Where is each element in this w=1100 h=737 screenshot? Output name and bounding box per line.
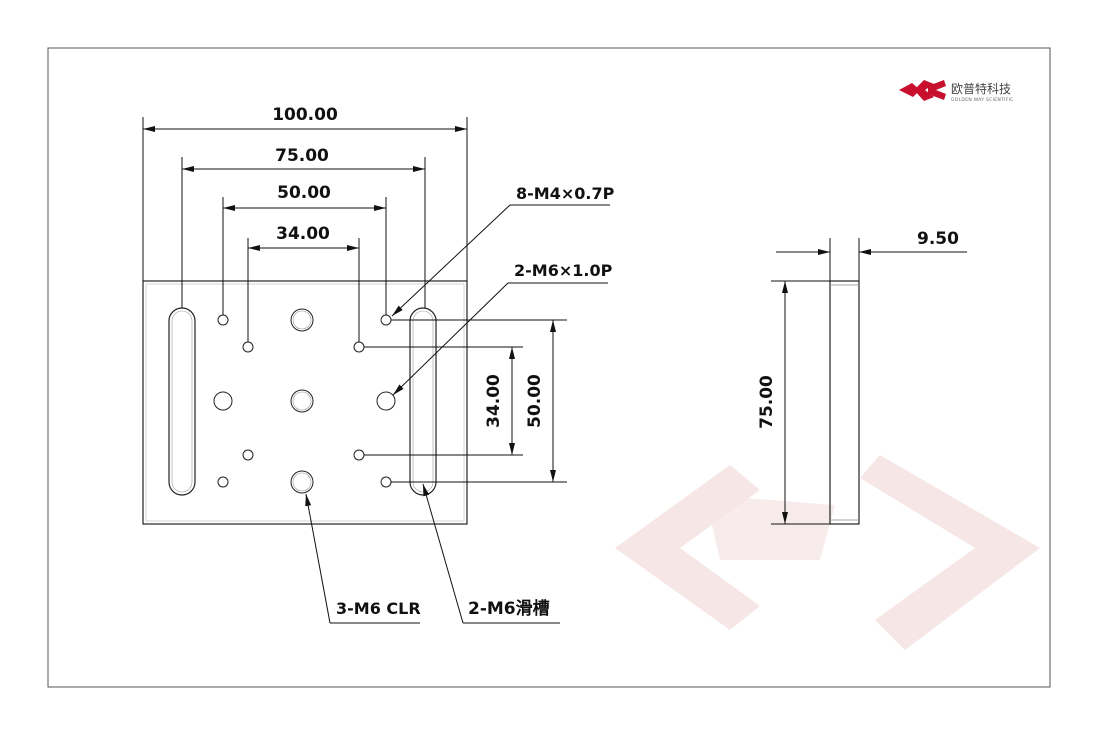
dim-slot-spacing: 75.00 bbox=[181, 146, 426, 308]
dim-width-total-label: 100.00 bbox=[272, 105, 338, 125]
brand-name-en: GOLDEN WAY SCIENTIFIC bbox=[951, 97, 1014, 103]
callout-m4-thread-label: 8-M4×0.7P bbox=[516, 184, 615, 203]
front-view: 100.00 75.00 50.00 34.00 34. bbox=[142, 105, 615, 624]
dim-thickness: 9.50 bbox=[776, 229, 967, 281]
callout-m6-slot-label: 2-M6滑槽 bbox=[468, 598, 550, 619]
plate-outline bbox=[142, 280, 468, 525]
dim-vert-inner-label: 34.00 bbox=[484, 374, 504, 428]
watermark-logo bbox=[615, 455, 1040, 650]
side-view: 9.50 75.00 bbox=[757, 229, 967, 525]
dim-hole-spacing-outer-label: 50.00 bbox=[277, 183, 331, 203]
m6-thread-holes bbox=[213, 391, 396, 411]
brand-logo: 欧普特科技 GOLDEN WAY SCIENTIFIC bbox=[899, 80, 1014, 103]
m4-holes bbox=[217, 314, 392, 488]
dim-vert-inner: 34.00 bbox=[364, 346, 523, 456]
dim-height-label: 75.00 bbox=[757, 375, 777, 429]
callout-m6-clearance-label: 3-M6 CLR bbox=[336, 599, 421, 618]
callout-m6-slot: 2-M6滑槽 bbox=[422, 483, 560, 624]
dim-height: 75.00 bbox=[757, 280, 830, 525]
side-plate-outline bbox=[829, 280, 860, 525]
callout-m6-clearance: 3-M6 CLR bbox=[305, 493, 421, 624]
dim-hole-spacing-inner: 34.00 bbox=[247, 224, 360, 342]
dim-vert-outer-label: 50.00 bbox=[525, 374, 545, 428]
brand-name-cn: 欧普特科技 bbox=[951, 81, 1011, 96]
callout-m6-thread-label: 2-M6×1.0P bbox=[514, 261, 613, 280]
dim-hole-spacing-outer: 50.00 bbox=[222, 183, 387, 315]
sheet-frame bbox=[47, 47, 1051, 688]
dim-width-total: 100.00 bbox=[142, 105, 468, 281]
callout-m6-thread: 2-M6×1.0P bbox=[392, 261, 613, 396]
plate-chamfer-edge bbox=[145, 283, 465, 522]
brand-mark-icon bbox=[899, 80, 946, 101]
dim-thickness-label: 9.50 bbox=[917, 229, 959, 249]
dim-vert-outer: 50.00 bbox=[391, 319, 567, 483]
m6-clearance-holes bbox=[290, 308, 314, 494]
dim-slot-spacing-label: 75.00 bbox=[275, 146, 329, 166]
dim-hole-spacing-inner-label: 34.00 bbox=[276, 224, 330, 244]
callout-m4-thread: 8-M4×0.7P bbox=[391, 184, 615, 317]
